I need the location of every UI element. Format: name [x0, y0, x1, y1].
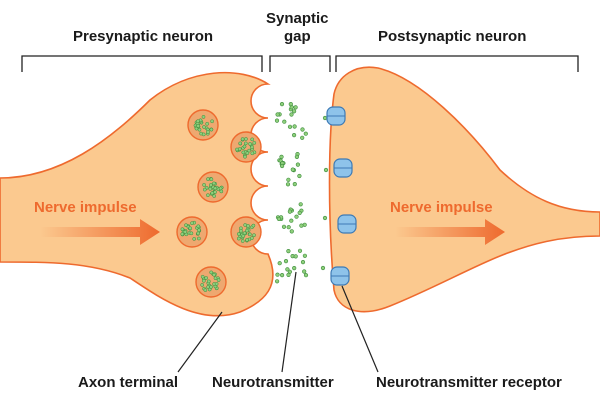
neurotransmitter-molecule	[292, 109, 297, 114]
neurotransmitter-molecule	[297, 210, 302, 215]
neurotransmitter-molecule	[287, 209, 293, 214]
neurotransmitter-label: Neurotransmitter	[212, 374, 334, 391]
neurotransmitter-molecule	[279, 154, 284, 159]
neurotransmitter-molecule	[295, 162, 301, 167]
synaptic-vesicle	[195, 266, 227, 298]
neurotransmitter-molecule	[289, 112, 294, 117]
neurotransmitter-molecule	[297, 248, 303, 253]
presynaptic-neuron	[0, 71, 274, 317]
nerve-impulse-label-left: Nerve impulse	[34, 199, 137, 216]
neurotransmitter-molecule	[277, 261, 282, 266]
neurotransmitter-molecules	[274, 101, 329, 284]
neurotransmitter-molecule	[281, 224, 287, 229]
nerve-impulse-arrow-left	[40, 219, 160, 245]
postsynaptic-neuron	[328, 66, 600, 313]
neurotransmitter-molecule	[276, 216, 282, 221]
synaptic-vesicle	[176, 216, 208, 248]
neurotransmitter-molecule	[285, 267, 290, 272]
synaptic-gap-label-line1: Synaptic	[266, 10, 329, 27]
neurotransmitter-molecule	[289, 218, 294, 223]
neurotransmitter-molecule	[292, 133, 297, 138]
neurotransmitter-molecule	[299, 223, 304, 228]
neurotransmitter-molecule	[303, 131, 308, 136]
neurotransmitter-molecule	[283, 259, 289, 264]
neurotransmitter-receptor	[330, 266, 350, 286]
neurotransmitter-molecule	[287, 124, 293, 129]
neurotransmitter-molecule	[323, 167, 329, 173]
neurotransmitter-molecule	[320, 265, 326, 271]
neurotransmitter-molecule	[303, 273, 309, 278]
neurotransmitter-molecule	[282, 119, 287, 124]
neurotransmitter-molecule	[297, 173, 302, 179]
neurotransmitter-molecule	[279, 101, 285, 107]
neurotransmitter-molecule	[292, 124, 297, 129]
synaptic-gap-label-line2: gap	[284, 28, 311, 45]
neurotransmitter-molecule	[286, 177, 291, 182]
neurotransmitter-molecule	[302, 253, 308, 258]
synaptic-vesicle	[230, 131, 262, 163]
leader-lines	[177, 271, 379, 373]
neurotransmitter-molecule	[285, 182, 291, 187]
neurotransmitter-molecule	[275, 279, 280, 284]
neurotransmitter-molecule	[274, 118, 280, 123]
neurotransmitter-molecule	[290, 167, 295, 172]
neurotransmitter-molecule	[293, 105, 298, 110]
neurotransmitter-molecule	[275, 112, 280, 117]
neurotransmitter-molecule	[300, 135, 305, 140]
neurotransmitter-molecule	[286, 249, 291, 254]
neurotransmitter-receptor	[337, 214, 357, 234]
neurotransmitter-molecule	[275, 272, 280, 277]
neurotransmitter-molecule	[289, 229, 294, 234]
neurotransmitter-receptor-label: Neurotransmitter receptor	[376, 374, 562, 391]
neurotransmitter-molecule	[322, 115, 328, 121]
neurotransmitter-molecule	[280, 273, 285, 278]
neurotransmitter-molecule	[286, 272, 291, 278]
nerve-impulse-arrow-right	[395, 219, 505, 245]
header-brackets	[21, 55, 579, 72]
neurotransmitter-molecule	[300, 260, 306, 265]
nerve-impulse-label-right: Nerve impulse	[390, 199, 493, 216]
synaptic-vesicle	[197, 171, 229, 203]
neurotransmitter-molecule	[322, 215, 328, 221]
neurotransmitter-receptor	[333, 158, 353, 178]
neurotransmitter-molecule	[280, 163, 285, 169]
neurotransmitter-molecule	[286, 225, 291, 230]
synaptic-vesicle	[230, 216, 262, 248]
neurotransmitter-molecule	[292, 182, 297, 187]
presynaptic-neuron-label: Presynaptic neuron	[73, 28, 214, 45]
axon-terminal-label: Axon terminal	[78, 374, 179, 391]
neurotransmitter-molecule	[294, 154, 300, 159]
neurotransmitter-receptor	[326, 106, 346, 126]
neurotransmitter-molecule	[294, 214, 299, 219]
synaptic-vesicle	[187, 109, 219, 141]
neurotransmitter-molecule	[288, 101, 293, 107]
vesicle-group	[176, 109, 262, 298]
neurotransmitter-molecule	[293, 254, 298, 259]
receptor-group	[326, 106, 357, 286]
neurotransmitter-molecule	[300, 127, 305, 132]
neurotransmitter-molecule	[302, 269, 307, 274]
neurotransmitter-molecule	[292, 266, 297, 271]
postsynaptic-neuron-label: Postsynaptic neuron	[378, 28, 527, 45]
neurotransmitter-molecule	[298, 202, 303, 207]
